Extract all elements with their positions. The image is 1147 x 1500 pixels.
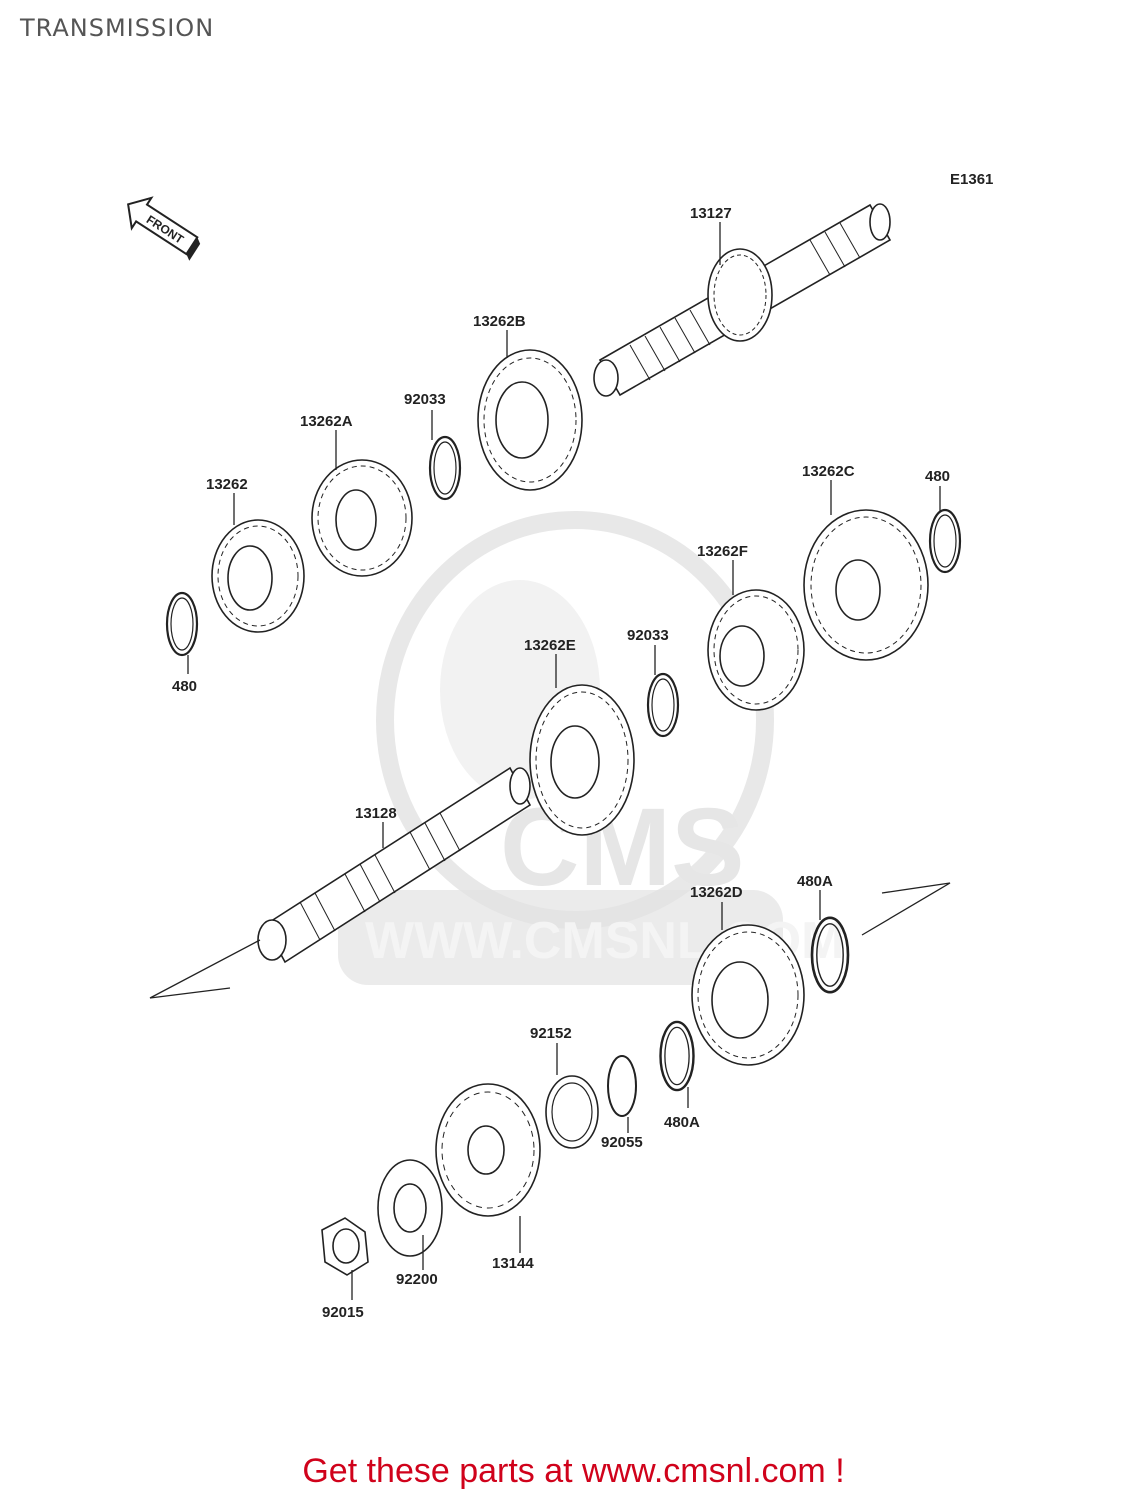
part-label-13144[interactable]: 13144: [492, 1255, 534, 1272]
part-label-480A-b[interactable]: 480A: [664, 1114, 700, 1131]
gear-13262B: [477, 349, 583, 491]
ring-480A-b: [659, 1020, 695, 1092]
part-label-13262B[interactable]: 13262B: [473, 313, 526, 330]
part-label-92033-a[interactable]: 92033: [404, 391, 446, 408]
gear-13262C: [803, 509, 929, 661]
part-label-480-b[interactable]: 480: [925, 468, 950, 485]
gear-13262F: [707, 589, 805, 711]
ring-480-a: [165, 591, 199, 657]
front-arrow-icon: FRONT: [127, 196, 201, 261]
part-label-92015[interactable]: 92015: [322, 1304, 364, 1321]
part-label-13262C[interactable]: 13262C: [802, 463, 855, 480]
part-label-92055[interactable]: 92055: [601, 1134, 643, 1151]
circlip-92033-b: [646, 672, 680, 738]
part-label-13128[interactable]: 13128: [355, 805, 397, 822]
part-label-480-a[interactable]: 480: [172, 678, 197, 695]
part-label-92200[interactable]: 92200: [396, 1271, 438, 1288]
promo-link[interactable]: Get these parts at www.cmsnl.com !: [302, 1452, 845, 1490]
o-ring-92055: [607, 1055, 637, 1117]
leader-lines: [187, 222, 941, 1300]
assembly-axis-lines: [149, 882, 951, 999]
page-title: TRANSMISSION: [20, 14, 215, 42]
gear-13262A: [311, 459, 413, 577]
circlip-92033-a: [428, 435, 462, 501]
shaft-13128: [257, 766, 532, 964]
part-label-480A-a[interactable]: 480A: [797, 873, 833, 890]
diagram-code: E1361: [950, 171, 993, 188]
part-label-13262[interactable]: 13262: [206, 476, 248, 493]
part-label-92152[interactable]: 92152: [530, 1025, 572, 1042]
part-label-13262F[interactable]: 13262F: [697, 543, 748, 560]
gear-13262E: [529, 684, 635, 836]
ring-480-b: [928, 508, 962, 574]
part-label-13262A[interactable]: 13262A: [300, 413, 353, 430]
part-label-13127[interactable]: 13127: [690, 205, 732, 222]
part-label-13262D[interactable]: 13262D: [690, 884, 743, 901]
washer-92200: [377, 1159, 443, 1257]
gear-13262: [211, 519, 305, 633]
sprocket-13144: [435, 1083, 541, 1217]
gear-13262D: [691, 924, 805, 1066]
part-label-13262E[interactable]: 13262E: [524, 637, 576, 654]
shaft-13127: [593, 203, 892, 397]
collar-92152: [545, 1075, 599, 1149]
part-label-92033-b[interactable]: 92033: [627, 627, 669, 644]
part-labels: 13127 13262B 92033 13262A 13262 480 480 …: [172, 205, 950, 1321]
nut-92015: [321, 1217, 369, 1276]
